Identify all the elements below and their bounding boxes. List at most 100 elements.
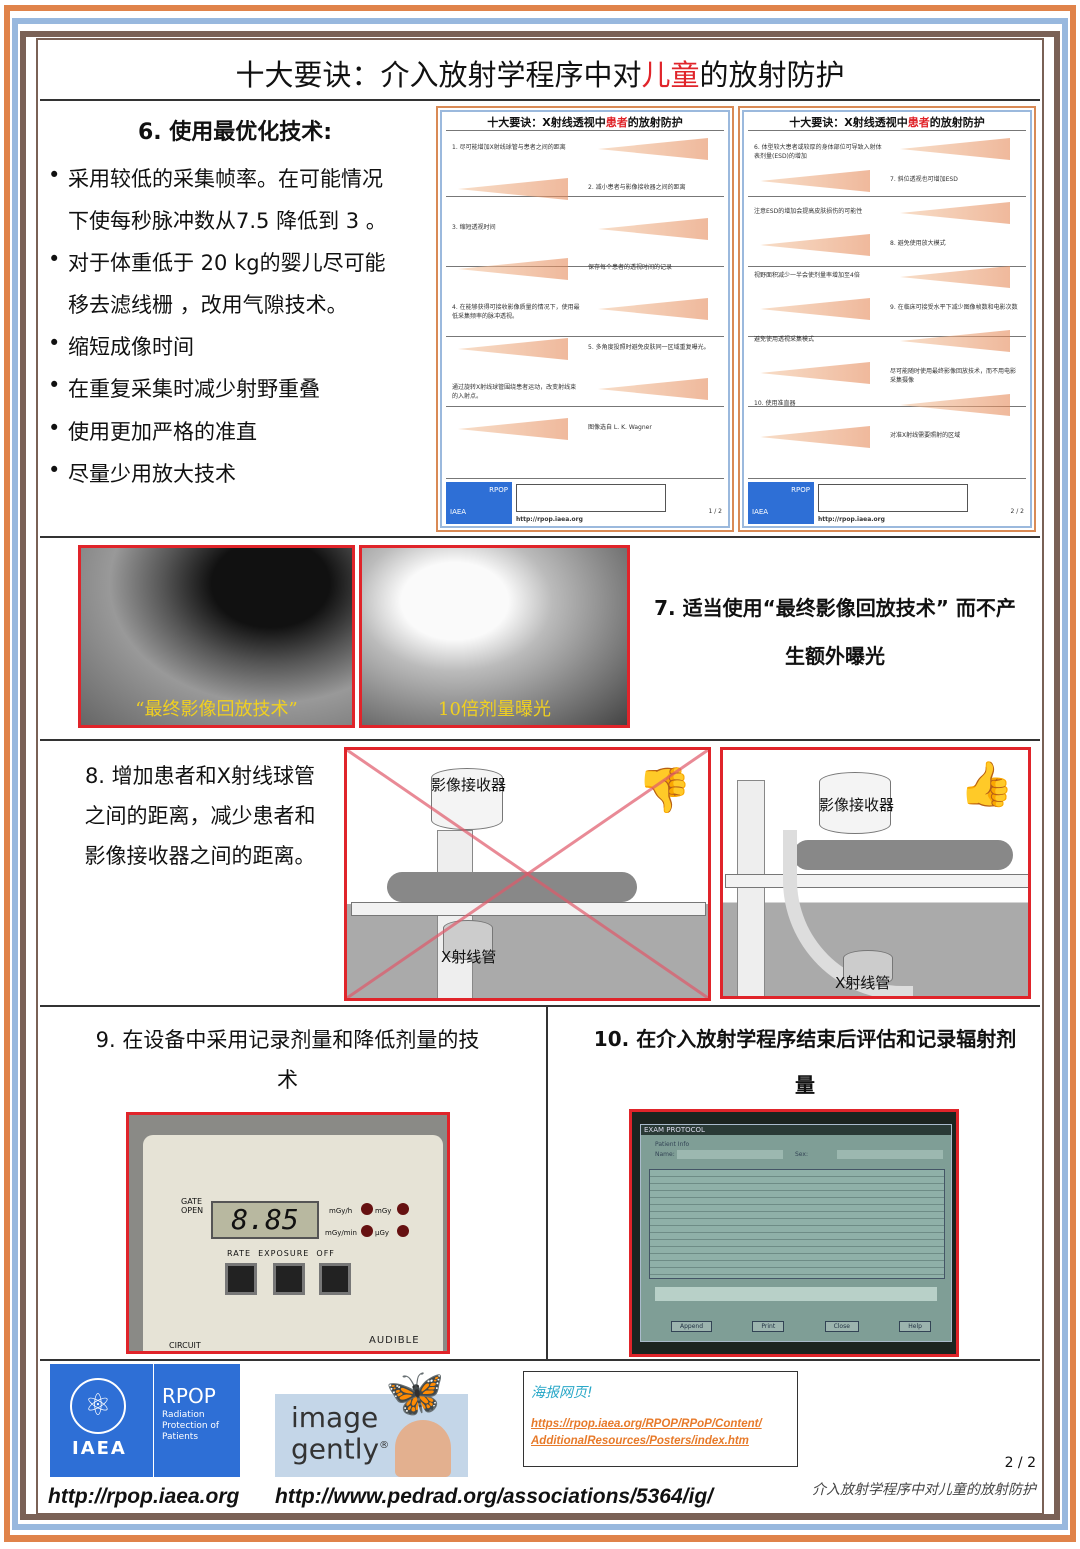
bullet-text: 缩短成像时间 [68, 335, 194, 359]
rpop-sub-line: Patients [162, 1432, 199, 1442]
thumb-illustration [900, 266, 1010, 288]
thumb-item-text: 2. 减小患者与影像接收器之间的距离 [588, 184, 686, 191]
name-field [677, 1150, 783, 1159]
unit-label: mGy/h [329, 1207, 353, 1215]
dialog-button-print: Print [752, 1321, 785, 1332]
thumb-item-text: 保存每个患者的透视时间的记录 [588, 264, 673, 271]
link-line[interactable]: AdditionalResources/Posters/index.htm [531, 1435, 749, 1447]
un-emblem-icon: ⚛ [70, 1378, 126, 1434]
thumb-illustration [760, 362, 870, 384]
hand-icon [395, 1420, 451, 1477]
thumb-item-text: 1. 尽可能增加X射线球管与患者之间的距离 [452, 144, 566, 151]
thumb-item-text: 5. 多角度投照时避免皮肤同一区域重复曝光。 [588, 344, 710, 351]
thumb-illustration [598, 298, 708, 320]
receptor-label: 影像接收器 [431, 776, 507, 794]
bullet-item: 采用较低的采集帧率。在可能情况 [48, 163, 383, 193]
section9-line: 9. 在设备中采用记录剂量和降低剂量的技 [95, 1028, 480, 1052]
iaea-text: IAEA [72, 1438, 127, 1459]
thumb-item-text: 尽可能随时使用最终影像回放技术，而不用电影采集摄像 [890, 368, 1017, 384]
thumb-page: 2 / 2 [1010, 508, 1024, 515]
footer-caption: 介入放射学程序中对儿童的放射防护 [812, 1482, 1036, 1498]
thumb-info-box [516, 484, 666, 512]
image-gently-line: gently [291, 1432, 380, 1466]
registered-mark: ® [379, 1440, 390, 1451]
section8-text: 8. 增加患者和X射线球管 之间的距离，减少患者和 影像接收器之间的距离。 [60, 756, 340, 876]
section8-line: 8. 增加患者和X射线球管 [84, 764, 316, 788]
rate-button [225, 1263, 257, 1295]
indicator-led [397, 1203, 409, 1215]
section9-line: 术 [277, 1068, 298, 1092]
iaea-rpop-logo[interactable]: ⚛ IAEA RPOP Radiation Protection of Pati… [50, 1364, 240, 1477]
title-text: 十大要诀：介入放射学程序中对 [235, 58, 642, 92]
image-caption: 10倍剂量曝光 [438, 699, 551, 720]
rpop-text: RPOP [162, 1384, 216, 1408]
thumb-divider [446, 130, 724, 131]
column [737, 780, 765, 996]
thumb-item-text: 4. 在能够获得可接收影像质量的情况下，使用最低采集频率的脉冲透视。 [452, 304, 580, 320]
bullet-text: 采用较低的采集帧率。在可能情况 [68, 167, 383, 191]
xray-tube [843, 950, 893, 986]
buttons-label: RATE EXPOSURE OFF [227, 1249, 335, 1258]
pedrad-url-link[interactable]: http://www.pedrad.org/associations/5364/… [275, 1485, 713, 1508]
bullet-text: 下使每秒脉冲数从7.5 降低到 3 。 [68, 209, 387, 233]
thumb-url: http://rpop.iaea.org [818, 516, 885, 523]
bullet-item: 缩短成像时间 [48, 331, 194, 361]
link-line[interactable]: https://rpop.iaea.org/RPOP/RPoP/Content/ [531, 1418, 762, 1430]
thumb-illustration [760, 170, 870, 192]
thumb-item-text: 通过旋转X射线球管围绕患者运动，改变射线束的入射点。 [452, 384, 577, 400]
dialog-button-close: Close [824, 1321, 859, 1332]
thumb-item-text: 避免使用透视采集模式 [754, 336, 815, 343]
section9-title: 9. 在设备中采用记录剂量和降低剂量的技 术 [60, 1020, 515, 1100]
thumb-divider [446, 266, 724, 267]
rpop-sub-line: Radiation [162, 1410, 205, 1420]
page-number: 2 / 2 [1004, 1455, 1036, 1471]
title-highlight: 儿童 [641, 58, 700, 92]
thumb-info-box [818, 484, 968, 512]
image-gently-line: image [291, 1401, 379, 1434]
thumb-illustration [760, 234, 870, 256]
rpop-sub-line: Protection of [162, 1421, 220, 1431]
id-field [837, 1150, 943, 1159]
rpop-url-link[interactable]: http://rpop.iaea.org [48, 1485, 240, 1508]
thumb-divider [748, 406, 1026, 407]
title-text-end: 的放射防护 [699, 58, 845, 92]
thumb-illustration [900, 394, 1010, 416]
section7-line: 生额外曝光 [785, 644, 885, 668]
xray-image-10x-dose: 10倍剂量曝光 [359, 545, 630, 728]
vertical-divider [546, 1006, 548, 1360]
divider [40, 99, 1040, 101]
thumb-divider [446, 406, 724, 407]
thumb-illustration [458, 258, 568, 280]
thumb-title-text: 十大要诀：X射线透视中 [789, 116, 908, 129]
label-gate: GATE [181, 1197, 202, 1206]
thumb-divider [446, 336, 724, 337]
audible-label: AUDIBLE [369, 1335, 420, 1346]
frame-middle [12, 18, 1068, 1530]
circuit-label: CIRCUIT [169, 1341, 201, 1350]
thumb-page: 1 / 2 [708, 508, 722, 515]
off-button [319, 1263, 351, 1295]
setup-illustration-bad: 影像接收器 X射线管 👎 [344, 747, 711, 1001]
poster-web-link[interactable]: https://rpop.iaea.org/RPOP/RPoP/Content/… [531, 1416, 762, 1450]
section10-title: 10. 在介入放射学程序结束后评估和记录辐射剂 量 [570, 1016, 1040, 1108]
image-gently-logo[interactable]: image gently® 🦋 [275, 1365, 468, 1477]
bullet-text: 对于体重低于 20 kg的婴儿尽可能 [68, 251, 386, 275]
image-caption: “最终影像回放技术” [135, 699, 298, 720]
thumb-divider [748, 196, 1026, 197]
frame-inner [20, 31, 1060, 1520]
thumb-logo-text: IAEA [752, 508, 769, 516]
section10-line: 量 [795, 1073, 815, 1097]
section10-line: 10. 在介入放射学程序结束后评估和记录辐射剂 [593, 1027, 1017, 1051]
thumb-item-text: 6. 体型较大患者或较厚的身体部位可导致入射体表剂量(ESD)的增加 [754, 144, 882, 160]
tube-label: X射线管 [441, 948, 497, 966]
image-receptor [431, 768, 503, 830]
name-label: Name: [655, 1151, 675, 1158]
exam-protocol-screen-photo: EXAM PROTOCOL Patient Info Name: Sex: Ap… [629, 1109, 959, 1357]
label-open: OPEN [181, 1206, 204, 1215]
patient [387, 872, 637, 902]
divider [40, 536, 1040, 538]
thumb-illustration [598, 218, 708, 240]
section7-text: 7. 适当使用“最终影像回放技术” 而不产 生额外曝光 [640, 584, 1030, 680]
